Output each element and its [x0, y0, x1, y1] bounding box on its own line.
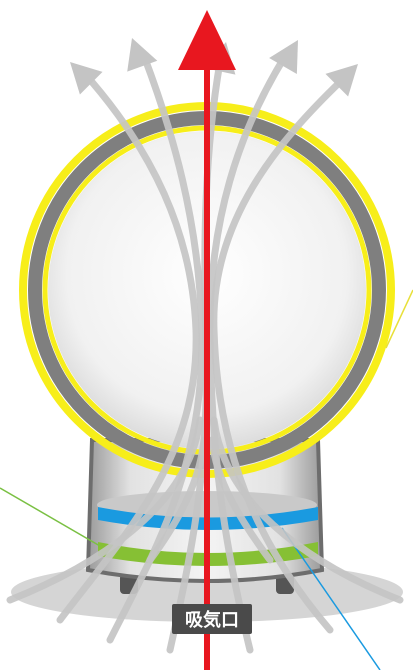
intake-label-text: 吸気口 — [185, 609, 239, 631]
central-arrow-head — [178, 10, 236, 70]
pointer-line-green — [0, 488, 100, 546]
central-airflow-shaft — [204, 60, 210, 670]
intake-label: 吸気口 — [172, 604, 252, 634]
